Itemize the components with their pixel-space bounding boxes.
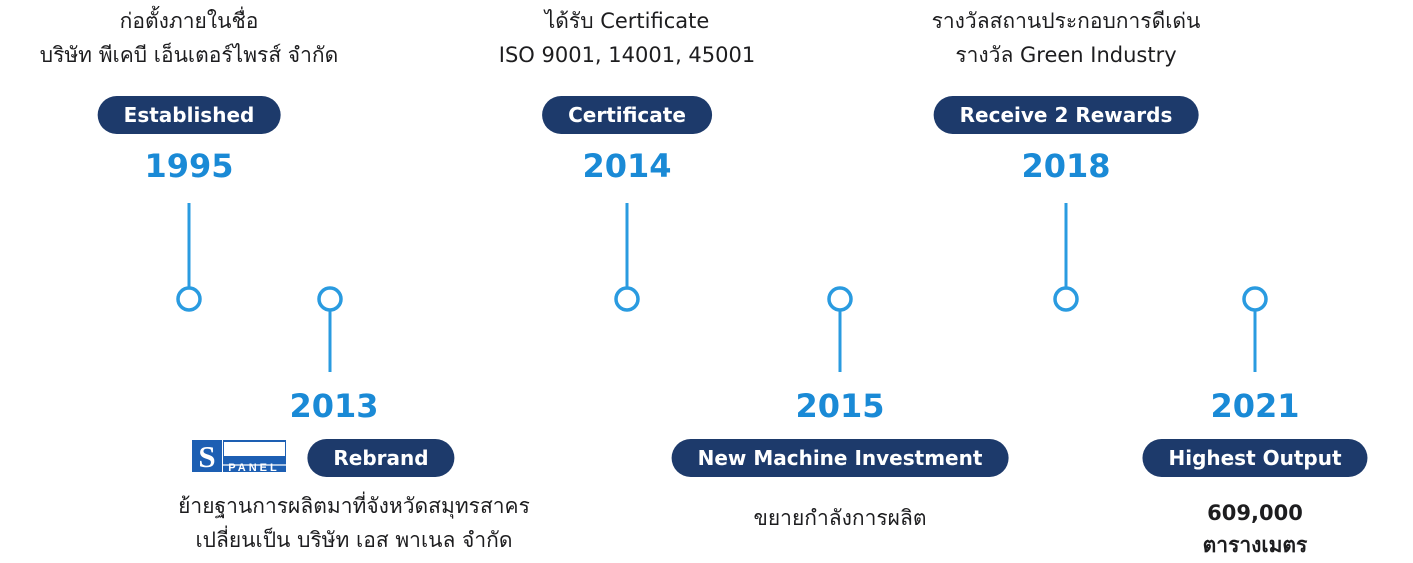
desc-2013-line1: ย้ายฐานการผลิตมาที่จังหวัดสมุทรสาคร [178, 494, 530, 518]
node-2015 [827, 286, 853, 312]
desc-2014-line2: ISO 9001, 14001, 45001 [498, 43, 756, 67]
desc-2013: ย้ายฐานการผลิตมาที่จังหวัดสมุทรสาคร เปลี… [178, 489, 530, 557]
year-2014: 2014 [582, 147, 672, 185]
desc-1995: ก่อตั้งภายในชื่อ บริษัท พีเคบี เอ็นเตอร์… [40, 4, 339, 72]
node-2021 [1242, 286, 1268, 312]
output-2021: 609,000 ตารางเมตร [1203, 497, 1308, 561]
pill-rebrand: Rebrand [307, 439, 455, 477]
desc-1995-line1: ก่อตั้งภายในชื่อ [119, 9, 259, 33]
desc-2015: ขยายกำลังการผลิต [754, 501, 927, 535]
desc-2014-line1: ได้รับ Certificate [544, 9, 710, 33]
year-2018: 2018 [1021, 147, 1111, 185]
output-value: 609,000 [1207, 501, 1303, 525]
pill-new-machine-investment: New Machine Investment [671, 439, 1009, 477]
year-1995: 1995 [144, 147, 234, 185]
desc-1995-line2: บริษัท พีเคบี เอ็นเตอร์ไพรส์ จำกัด [39, 43, 339, 67]
desc-2018: รางวัลสถานประกอบการดีเด่น รางวัล Green I… [932, 4, 1201, 72]
logo-letter: S [198, 439, 215, 473]
logo-text: PANEL [228, 462, 279, 473]
desc-2014: ได้รับ Certificate ISO 9001, 14001, 4500… [499, 4, 755, 72]
year-2015: 2015 [795, 387, 885, 425]
year-2013: 2013 [289, 387, 379, 425]
pill-highest-output: Highest Output [1142, 439, 1368, 477]
node-2013 [317, 286, 343, 312]
pill-established: Established [97, 96, 281, 134]
node-2018 [1053, 286, 1079, 312]
node-1995 [176, 286, 202, 312]
desc-2018-line2: รางวัล Green Industry [955, 43, 1177, 67]
desc-2015-line1: ขยายกำลังการผลิต [753, 506, 927, 530]
pill-certificate: Certificate [542, 96, 712, 134]
pill-receive-2-rewards: Receive 2 Rewards [933, 96, 1199, 134]
output-unit: ตารางเมตร [1202, 533, 1308, 557]
desc-2018-line1: รางวัลสถานประกอบการดีเด่น [931, 9, 1201, 33]
year-2021: 2021 [1210, 387, 1300, 425]
node-2014 [614, 286, 640, 312]
s-panel-logo: S PANEL [192, 439, 286, 473]
desc-2013-line2: เปลี่ยนเป็น บริษัท เอส พาเนล จำกัด [195, 528, 513, 552]
